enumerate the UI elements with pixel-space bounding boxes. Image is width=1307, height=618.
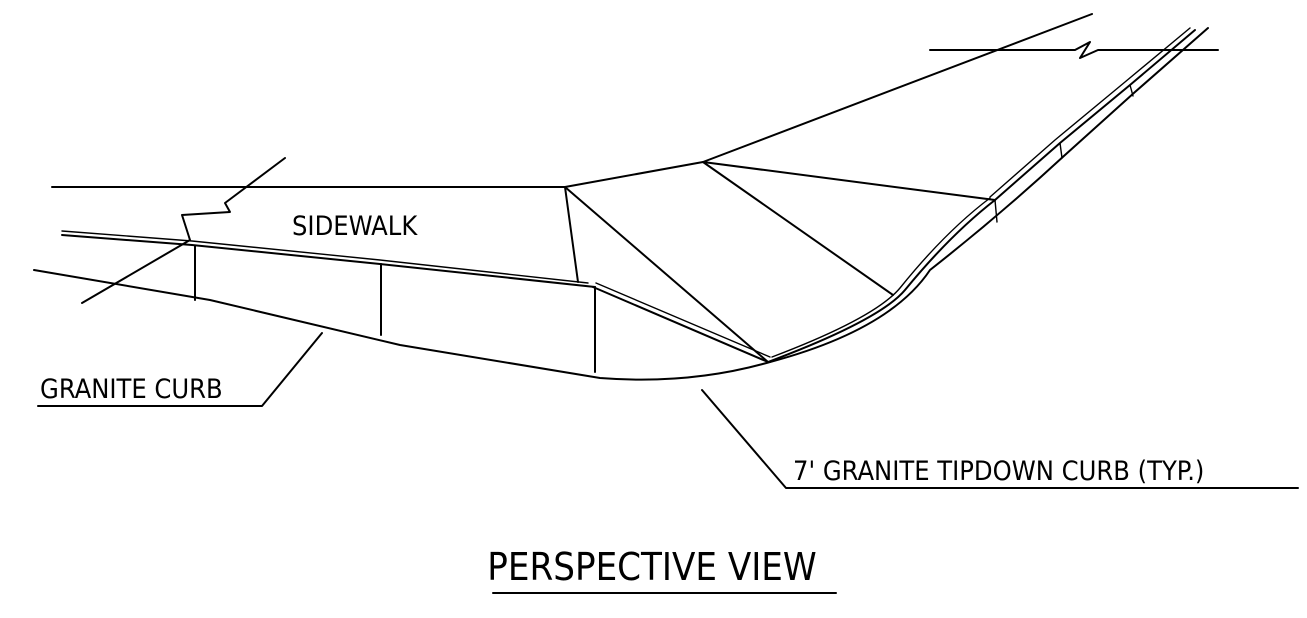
curb-top-edge-inner — [61, 230, 589, 284]
ramp-diagonal-2 — [702, 161, 894, 296]
ramp-top-edge — [564, 161, 996, 201]
annotations: SIDEWALK GRANITE CURB 7' GRANITE TIPDOWN… — [37, 211, 1299, 594]
left-sidewalk-section — [33, 157, 771, 381]
curb-top-edge — [61, 234, 596, 288]
tipdown-curb-top — [767, 199, 996, 363]
curb-bottom-edge — [33, 269, 771, 381]
right-curb-joint-1 — [994, 199, 998, 223]
right-curb-joint-2 — [1059, 142, 1063, 159]
tipdown-curb-leader — [701, 389, 1299, 489]
right-curb-joint-3 — [1129, 84, 1134, 97]
right-curb-top-edge — [994, 29, 1196, 201]
right-break-line — [929, 41, 1219, 59]
right-sidewalk-section — [702, 13, 1219, 363]
tipdown-curb-label: 7' GRANITE TIPDOWN CURB (TYP.) — [793, 456, 1204, 487]
ramp-diagonal-1 — [564, 186, 769, 363]
granite-curb-leader — [37, 332, 323, 407]
sidewalk-label: SIDEWALK — [292, 211, 418, 242]
ramp-left-edge — [564, 186, 579, 283]
tipdown-curb-top-inner — [771, 197, 991, 358]
left-break-line — [81, 157, 286, 304]
drawing-title: PERSPECTIVE VIEW — [487, 545, 816, 589]
ramp-flare-line-inner — [595, 282, 771, 358]
corner-ramp-section — [564, 161, 996, 363]
ramp-flare-line — [592, 286, 769, 363]
granite-curb-label: GRANITE CURB — [40, 374, 223, 405]
right-curb-bottom-edge — [769, 27, 1209, 363]
right-curb-top-edge-inner — [989, 27, 1191, 198]
right-sidewalk-back-edge — [702, 13, 1093, 163]
